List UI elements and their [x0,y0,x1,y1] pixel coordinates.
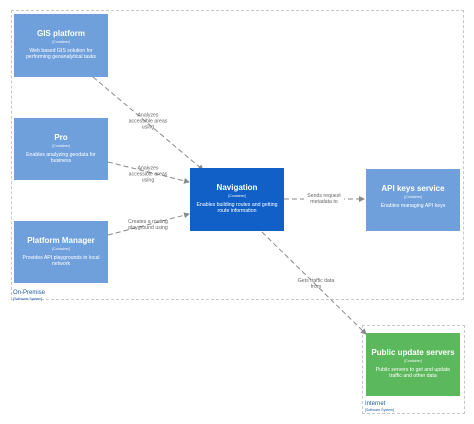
edge-label-platform-manager-navigation: Creates a routing playground using [128,218,168,231]
node-title: Pro [54,133,68,142]
node-navigation[interactable]: Navigation [Container] Enables building … [190,168,284,231]
node-kind: [Container] [52,246,70,251]
edge-gis-to-navigation [92,76,204,171]
node-title: Public update servers [371,348,455,357]
internet-sublabel: [Software System] [365,408,395,412]
edge-pro-to-navigation [107,161,190,184]
internet-label: Internet [365,401,386,407]
node-kind: [Container] [404,358,422,363]
node-platform-manager[interactable]: Platform Manager [Container] Provides AP… [14,221,108,283]
edge-navigation-to-public-servers [261,231,367,335]
node-kind: [Container] [228,193,246,198]
edge-platform-manager-to-navigation [107,212,190,236]
on-premise-label: On-Premise [13,290,46,296]
on-premise-sublabel: [Software System] [13,297,43,301]
node-description: Provides API playgrounds in local networ… [22,254,100,268]
edge-label-gis-navigation: Analyzes accessible areas using [128,112,168,132]
node-description: Enables managing API keys [380,202,446,209]
edge-label-navigation-api-keys: Sends request metadata to [304,192,344,206]
node-kind: [Container] [52,143,70,148]
node-public-update-servers[interactable]: Public update servers [Container] Public… [366,333,460,396]
edge-label-pro-navigation: Analyzes accessible areas using [128,165,168,185]
node-description: Web based GIS solution for performing ge… [25,47,97,61]
node-kind: [Container] [52,39,70,44]
internet-boundary [362,325,465,414]
node-title: API keys service [381,184,445,193]
edge-label-navigation-public-servers: Gets traffic data from [297,277,335,290]
node-gis-platform[interactable]: GIS platform [Container] Web based GIS s… [14,14,108,77]
node-api-keys-service[interactable]: API keys service [Container] Enables man… [366,169,460,231]
node-title: Navigation [216,183,258,192]
node-pro[interactable]: Pro [Container] Enables analyzing geodat… [14,118,108,180]
node-description: Public servers to get and update traffic… [375,366,451,380]
node-title: Platform Manager [27,236,95,245]
on-premise-boundary [11,10,464,300]
node-kind: [Container] [404,194,422,199]
node-title: GIS platform [36,29,85,38]
node-description: Enables analyzing geodata for business [26,151,96,165]
node-description: Enables building routes and getting rout… [196,201,278,215]
